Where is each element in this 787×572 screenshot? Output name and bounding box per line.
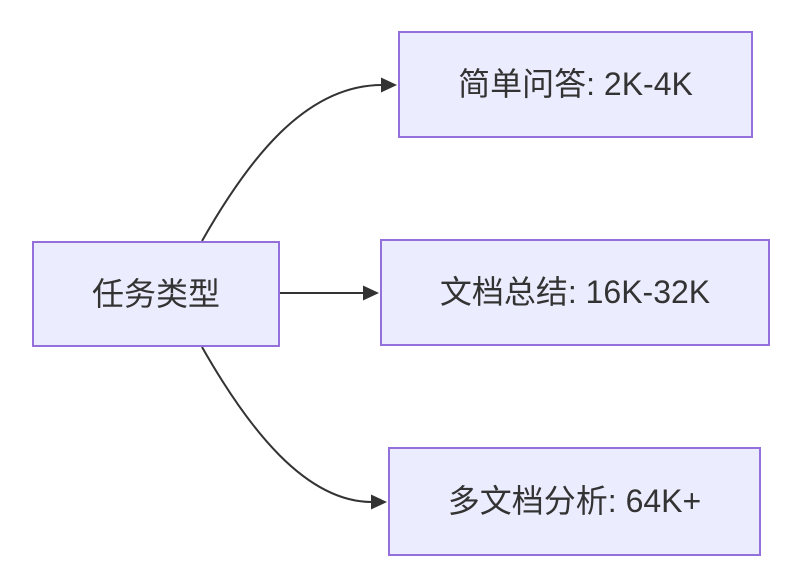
node-multi-doc: 多文档分析: 64K+ <box>388 447 761 556</box>
node-doc-summary: 文档总结: 16K-32K <box>380 239 770 346</box>
arrowhead-icon <box>363 285 379 301</box>
edge-root-to-simple-qa <box>201 77 397 242</box>
node-task-type-label: 任务类型 <box>91 275 220 312</box>
edge-root-to-multi-doc <box>201 346 387 510</box>
node-multi-doc-label: 多文档分析: 64K+ <box>447 483 702 520</box>
node-doc-summary-label: 文档总结: 16K-32K <box>439 274 711 311</box>
node-task-type: 任务类型 <box>32 241 280 347</box>
node-simple-qa: 简单问答: 2K-4K <box>398 31 753 138</box>
arrowhead-icon <box>371 494 387 510</box>
arrowhead-icon <box>381 77 397 93</box>
node-simple-qa-label: 简单问答: 2K-4K <box>458 66 693 103</box>
edge-root-to-doc-summary <box>280 285 379 301</box>
